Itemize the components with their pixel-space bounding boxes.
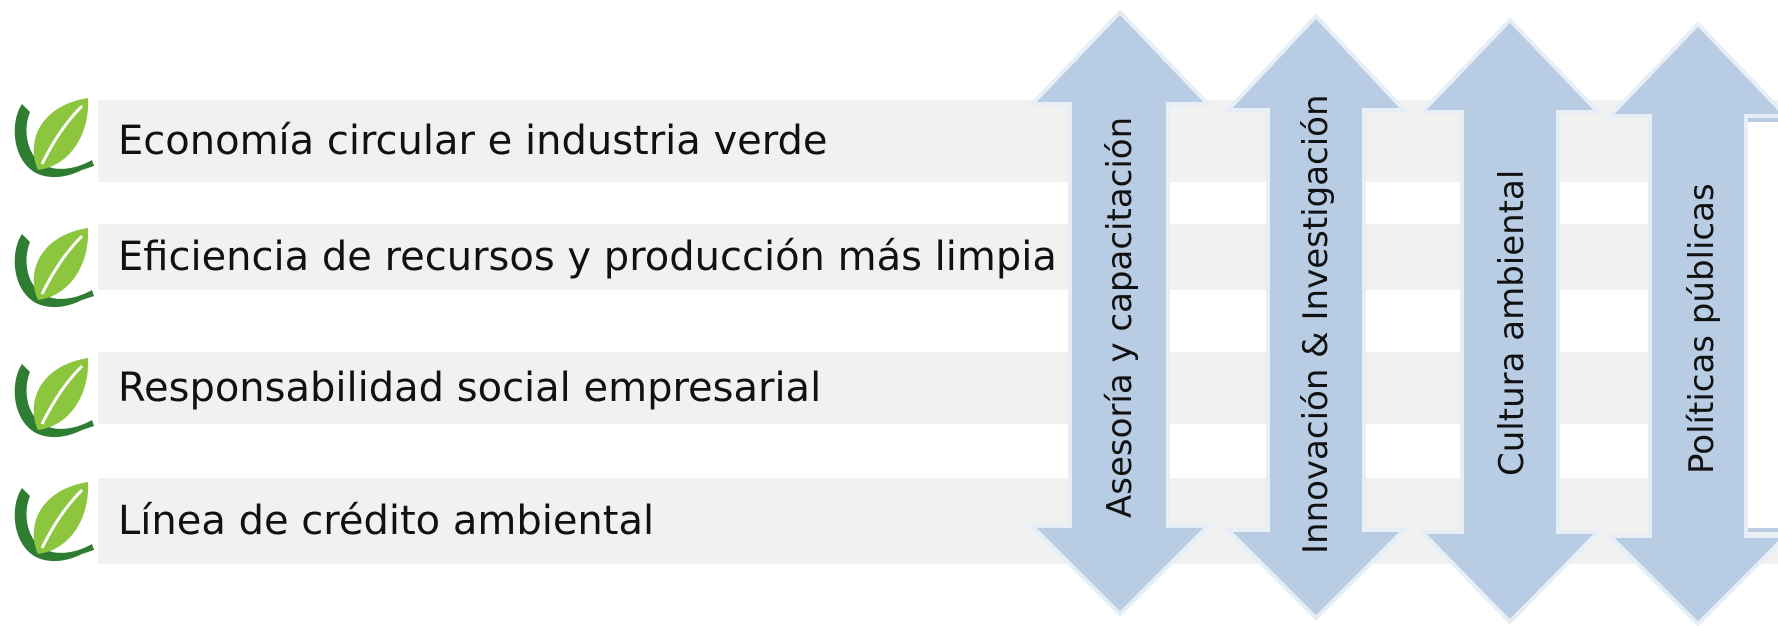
double-arrow-1	[1027, 9, 1213, 617]
row-label: Línea de crédito ambiental	[118, 498, 655, 544]
leaf-hand-icon	[14, 98, 94, 177]
row-label: Eficiencia de recursos y producción más …	[118, 234, 1057, 280]
pillar-label: Innovación & Investigación	[1296, 94, 1336, 554]
leaf-hand-icon	[14, 228, 94, 307]
pillar-label: Cultura ambiental	[1492, 169, 1532, 476]
double-arrow-2	[1223, 13, 1409, 621]
row-label: Responsabilidad social empresarial	[118, 365, 822, 411]
leaf-hand-icon	[14, 482, 94, 561]
pillar-label: Asesoría y capacitación	[1100, 116, 1140, 518]
double-arrow-3	[1417, 17, 1603, 625]
double-arrow-4	[1605, 21, 1778, 626]
row-label: Economía circular e industria verde	[118, 118, 828, 164]
pillar-label: Políticas públicas	[1682, 183, 1722, 474]
leaf-hand-icon	[14, 358, 94, 437]
